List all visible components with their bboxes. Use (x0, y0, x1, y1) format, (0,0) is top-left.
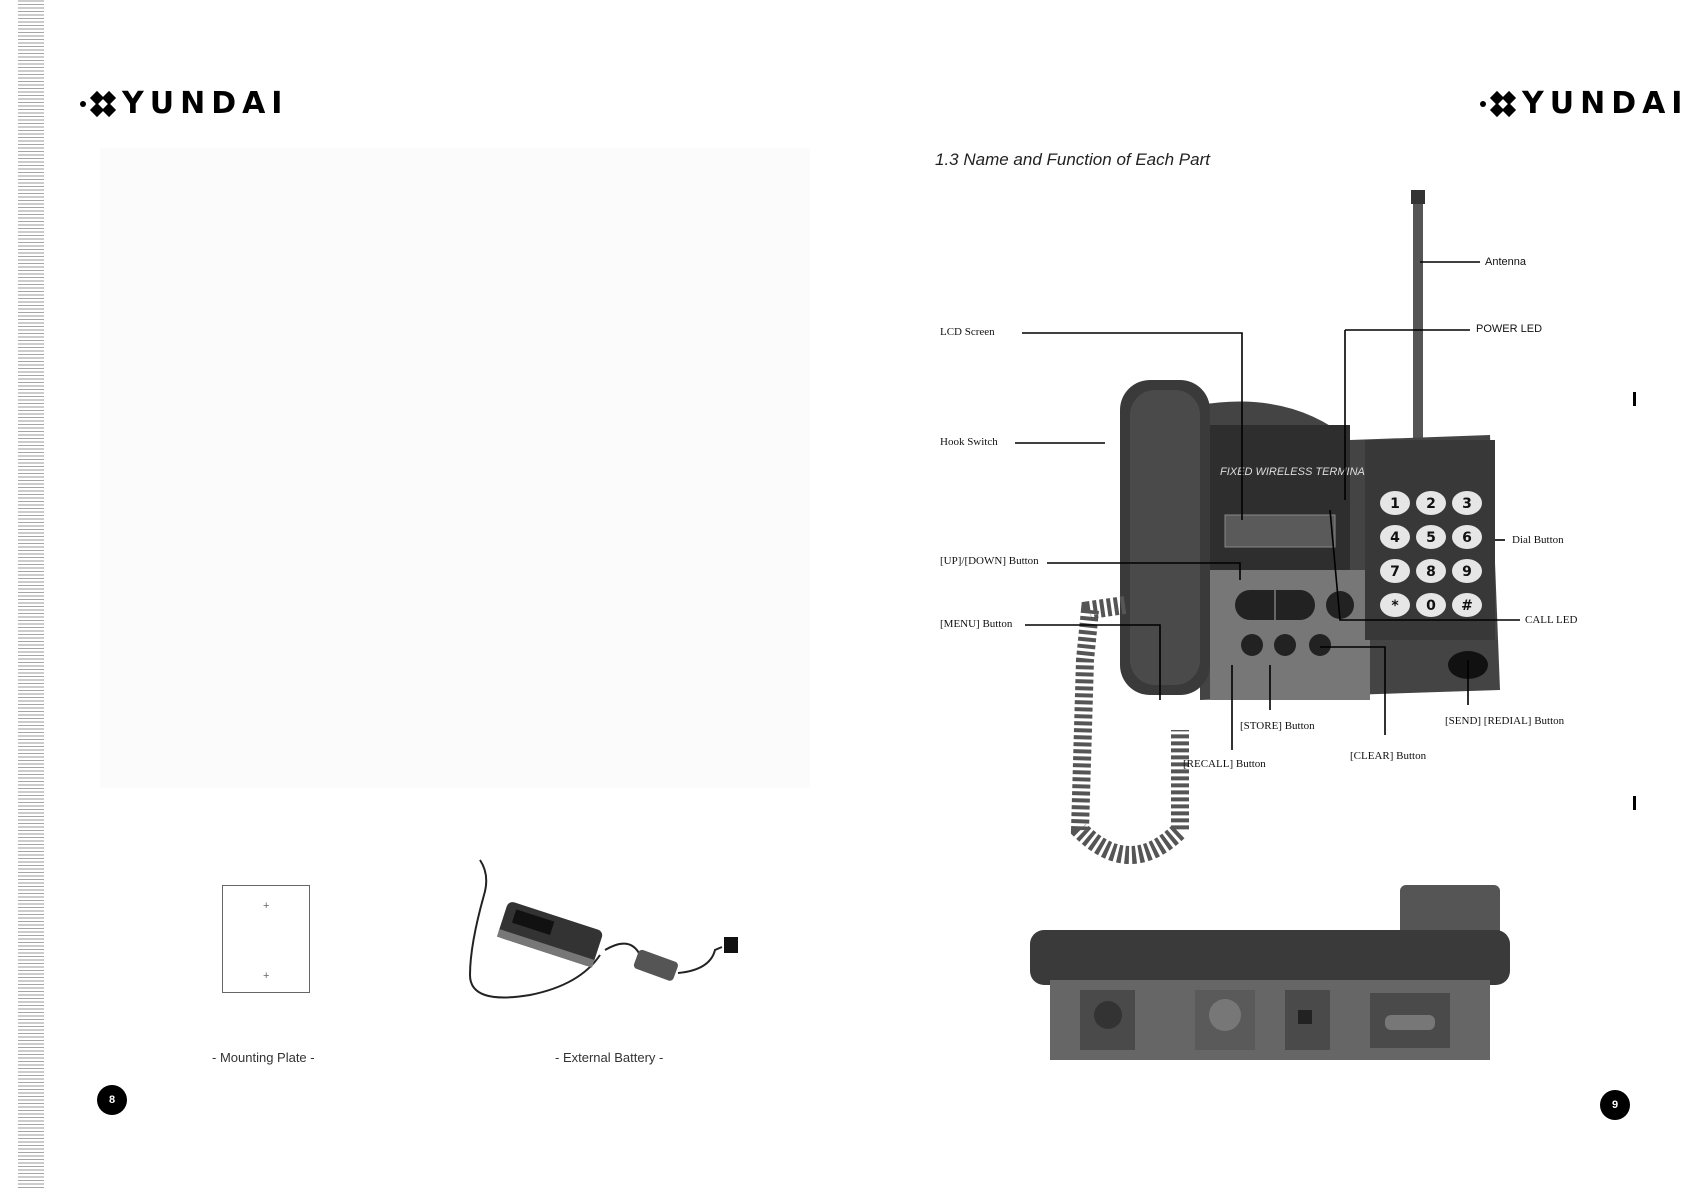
keypad-button-label: 4 (1390, 530, 1400, 546)
screw-hole-icon: + (263, 970, 270, 982)
screw-hole-icon: + (263, 900, 270, 912)
callout-call-led: CALL LED (1525, 614, 1578, 626)
keypad-button-label: 7 (1390, 564, 1400, 580)
keypad-button (1380, 491, 1410, 515)
mounting-plate-caption: - Mounting Plate - (212, 1050, 315, 1065)
binding-edge (18, 0, 44, 1190)
keypad-button (1416, 491, 1446, 515)
lcd-screen (1224, 514, 1336, 548)
keypad-button-label: 5 (1426, 530, 1436, 546)
hyundai-mark-icon (80, 90, 117, 117)
callout-send-redial-button: [SEND] [REDIAL] Button (1445, 715, 1565, 727)
callout-up-down-button: [UP]/[DOWN] Button (940, 555, 1039, 567)
page-number-right: 9 (1600, 1090, 1630, 1120)
callout-antenna: Antenna (1485, 256, 1526, 268)
keypad-button-label: 2 (1426, 496, 1436, 512)
callout-menu-button: [MENU] Button (940, 618, 1013, 630)
external-battery-caption: - External Battery - (555, 1050, 664, 1065)
keypad-button-label: 9 (1462, 564, 1472, 580)
callout-dial-button: Dial Button (1512, 534, 1564, 546)
section-title: 1.3 Name and Function of Each Part (935, 150, 1210, 169)
keypad-button (1452, 491, 1482, 515)
panel-label: FIXED WIRELESS TERMINAL (1220, 466, 1371, 478)
keypad-button (1452, 559, 1482, 583)
callout-hook-switch: Hook Switch (940, 436, 998, 448)
keypad-button (1380, 559, 1410, 583)
brand-name: YUNDAI (122, 86, 289, 121)
keypad-button-label: 6 (1462, 530, 1472, 546)
keypad-button-label: 3 (1462, 496, 1472, 512)
callout-recall-button: [RECALL] Button (1183, 758, 1266, 770)
blank-area (100, 148, 810, 788)
callout-lcd-screen: LCD Screen (940, 326, 995, 338)
keypad-button-label: * (1391, 598, 1399, 614)
hyundai-logo-right: YUNDAI (1480, 86, 1684, 121)
keypad-button-label: 8 (1426, 564, 1436, 580)
phone-rear-illustration (1030, 885, 1510, 1060)
hyundai-logo-left: YUNDAI (80, 86, 289, 121)
page-number-left: 8 (97, 1085, 127, 1115)
keypad-button (1452, 593, 1482, 617)
keypad-button-label: 1 (1390, 496, 1400, 512)
keypad-button (1380, 525, 1410, 549)
hyundai-mark-icon (1480, 90, 1517, 117)
edge-mark (1633, 796, 1636, 810)
keypad-button-label: 0 (1426, 598, 1436, 614)
callout-clear-button: [CLEAR] Button (1350, 750, 1427, 762)
callout-power-led: POWER LED (1476, 323, 1543, 335)
antenna-icon (1413, 190, 1423, 440)
keypad-button (1452, 525, 1482, 549)
brand-name: YUNDAI (1522, 86, 1684, 121)
keypad-button-label: # (1461, 598, 1473, 614)
mounting-plate-image: + + (222, 885, 310, 993)
keypad-button (1416, 525, 1446, 549)
phone-front-illustration: FIXED WIRELESS TERMINAL 1 2 3 4 5 6 7 8 9 * 0 # (1070, 190, 1500, 864)
external-battery-image (468, 859, 738, 999)
keypad-button (1416, 593, 1446, 617)
edge-mark (1633, 392, 1636, 406)
keypad-button (1380, 593, 1410, 617)
keypad-button (1416, 559, 1446, 583)
callout-store-button: [STORE] Button (1240, 720, 1315, 732)
